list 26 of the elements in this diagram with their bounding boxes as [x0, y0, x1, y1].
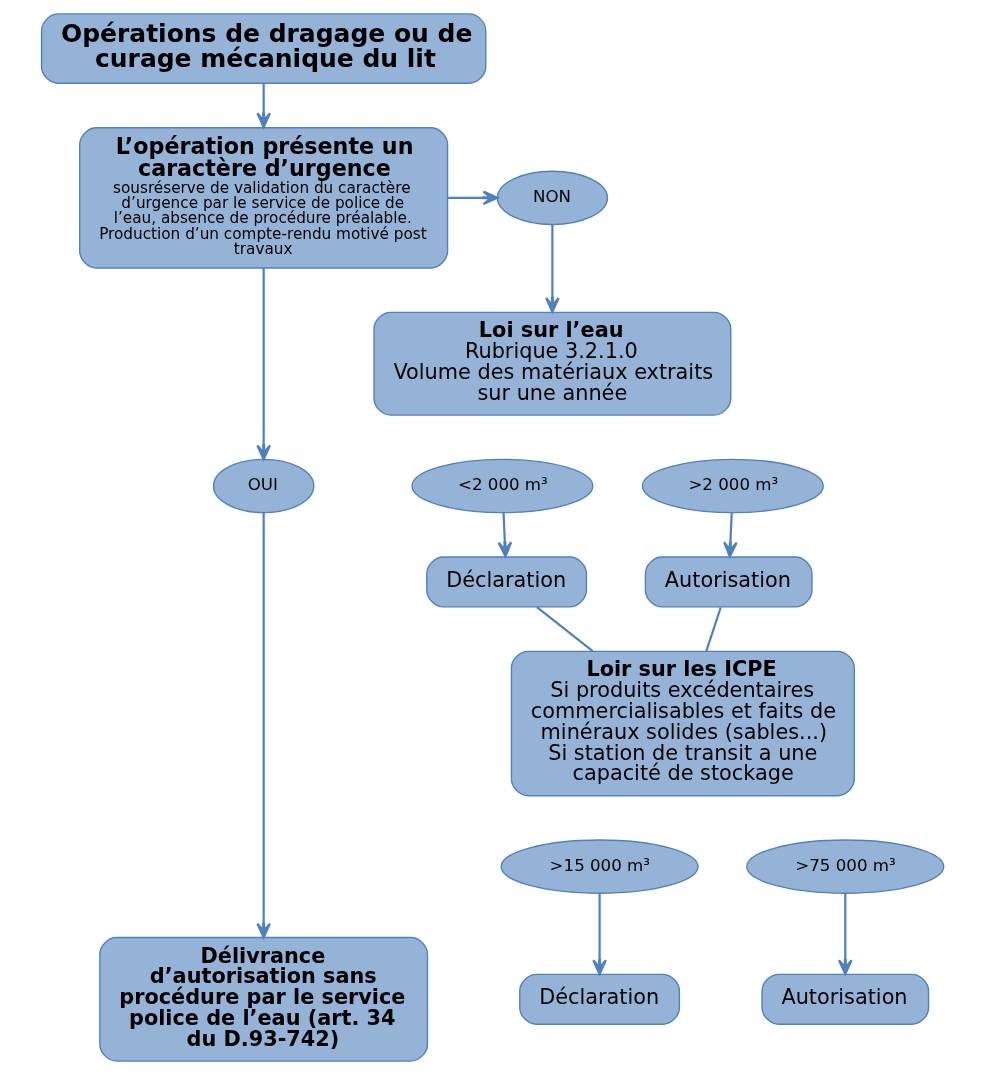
node-box: Opérations de dragage ou de curage mécanique du lit: [40, 13, 487, 84]
node-box: Autorisation: [761, 973, 930, 1025]
arrow: [837, 893, 853, 976]
node-box: L’opération présente un caractère d’urgence sousréserve de validation du caractère d’urgence par le service de police de l’eau, absence de procédure préalable. Production d’un compte-rendu motivé post travaux: [79, 127, 449, 269]
arrow: [497, 512, 513, 558]
node-box: Délivrance d’autorisation sans procédure par le service police de l’eau (art. 34 du D.93-742): [99, 936, 429, 1062]
node-ellipse: NON: [496, 170, 609, 226]
node-ellipse: OUI: [212, 458, 315, 514]
node-box: Autorisation: [644, 556, 813, 608]
node-ellipse: >2 000 m³: [641, 458, 824, 514]
arrow: [545, 224, 560, 313]
arrow: [592, 893, 607, 976]
arrow: [256, 83, 271, 129]
connector: [705, 607, 722, 652]
arrow: [256, 512, 271, 939]
connector: [536, 606, 594, 652]
node-box: Loir sur les ICPE Si produits excédentaires commercialisables et faits de minéraux solides (sables...) Si station de transit a une capacité de stockage: [510, 650, 855, 797]
arrow: [723, 512, 738, 558]
node-ellipse: >15 000 m³: [500, 839, 699, 894]
node-box: Loi sur l’eau Rubrique 3.2.1.0 Volume des matériaux extraits sur une année: [373, 311, 732, 416]
node-box: Déclaration: [519, 973, 681, 1025]
arrow: [448, 190, 499, 206]
node-ellipse: <2 000 m³: [411, 458, 594, 514]
node-box: Déclaration: [426, 556, 588, 608]
node-ellipse: >75 000 m³: [746, 839, 945, 894]
arrow: [256, 267, 271, 461]
